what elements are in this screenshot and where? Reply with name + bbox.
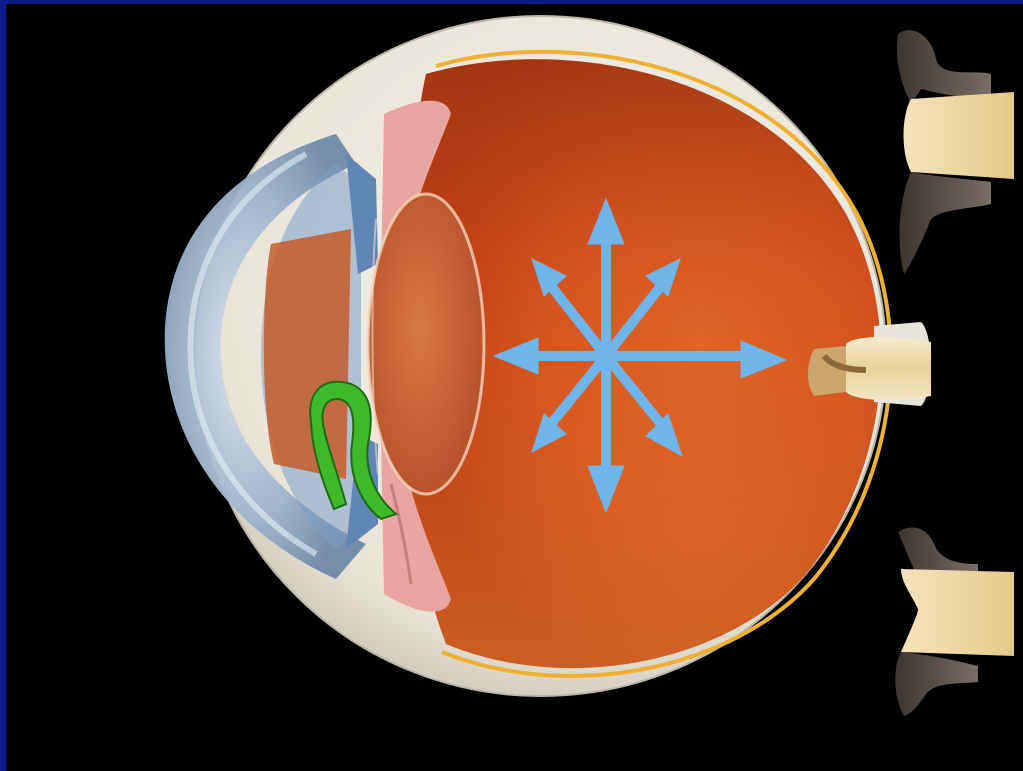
- inset-optic-cup-normal: [897, 30, 1014, 274]
- lens: [368, 194, 484, 494]
- inset-optic-cup-cupped: [895, 528, 1014, 716]
- eye-cross-section-illustration: [6, 4, 1023, 771]
- anterior-chamber: [264, 229, 351, 479]
